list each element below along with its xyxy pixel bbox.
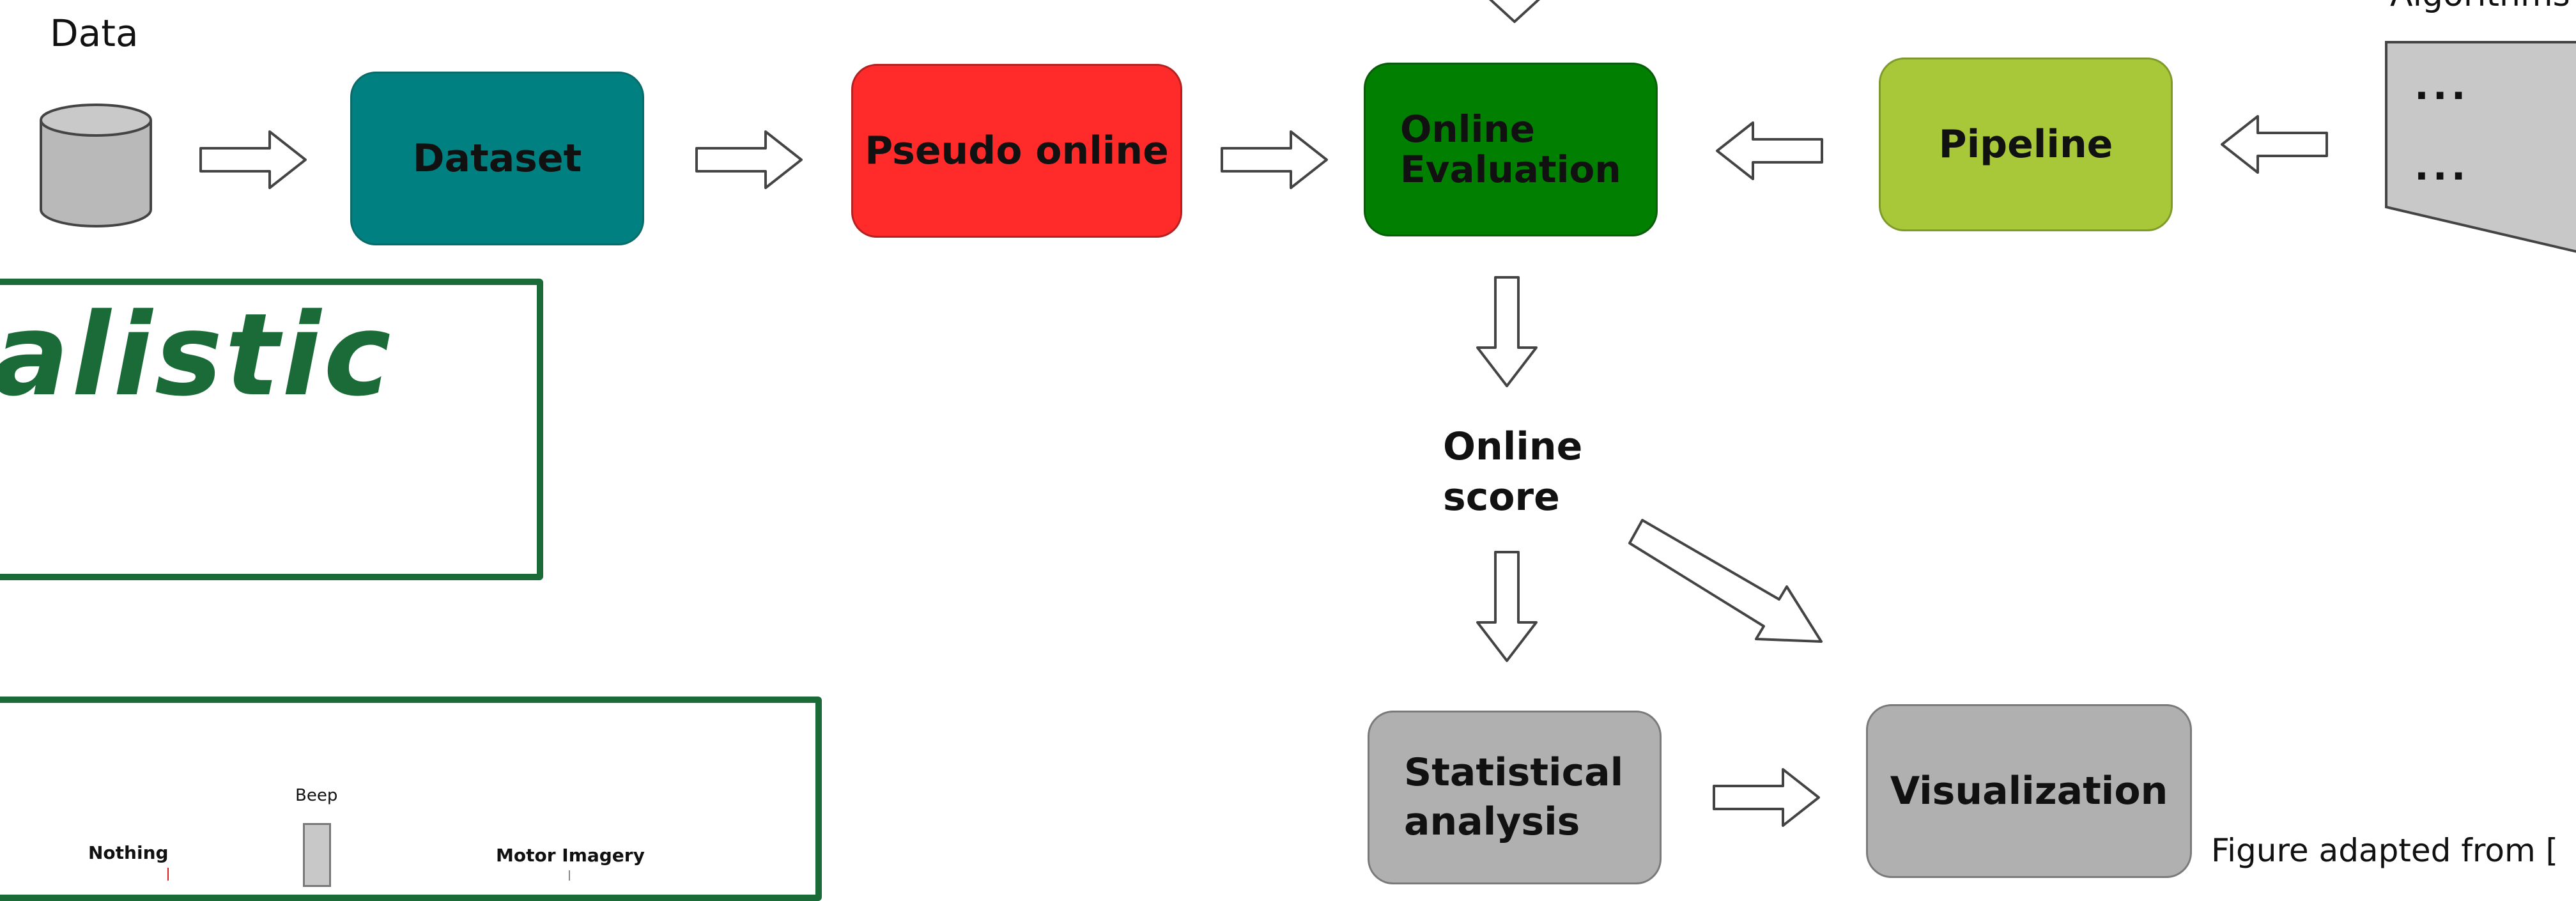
arrow-dataset-to-pseudo (695, 130, 803, 189)
statistical-analysis-node: Statistical analysis (1368, 711, 1662, 884)
algorithms-label: Algorithms (2390, 0, 2570, 14)
algorithms-row-1: ... (2414, 64, 2470, 109)
overlay-frame-bottom (0, 697, 822, 901)
arrow-data-to-dataset (199, 130, 307, 189)
thumb-beep-label: Beep (295, 786, 338, 805)
online-evaluation-label: Online Evaluation (1400, 107, 1621, 191)
dataset-label: Dataset (412, 135, 582, 181)
arrow-pipeline-to-evaluation (1716, 121, 1823, 180)
arrow-pseudo-to-evaluation (1221, 130, 1328, 189)
statistical-analysis-label: Statistical analysis (1404, 750, 1624, 844)
arrow-score-to-statistical (1476, 551, 1538, 662)
dataset-node: Dataset (350, 72, 644, 245)
online-score-label: Online score (1443, 424, 1583, 520)
pipeline-label: Pipeline (1938, 121, 2113, 167)
pseudo-online-node: Pseudo online (851, 64, 1182, 238)
overlay-frame-top (0, 279, 543, 580)
algorithms-card (2385, 41, 2576, 253)
arrow-evaluation-to-score (1476, 276, 1538, 387)
figure-caption: Figure adapted from [ (2211, 832, 2559, 869)
data-label: Data (50, 12, 139, 55)
arrow-algorithms-to-pipeline (2221, 115, 2328, 174)
algorithms-row-2: ... (2414, 144, 2470, 189)
thumb-beep-bar (303, 823, 331, 887)
thumb-motor-tick (569, 870, 570, 881)
visualization-node: Visualization (1866, 704, 2192, 878)
thumb-motor-imagery-label: Motor Imagery (496, 845, 645, 866)
arrow-score-to-visualization (1628, 519, 1823, 643)
thumb-nothing-label: Nothing (88, 842, 169, 863)
arrow-statistical-to-visualization (1713, 768, 1820, 827)
database-icon (40, 104, 152, 227)
overlay-big-word: alistic (0, 289, 394, 421)
thumb-nothing-tick (167, 868, 169, 881)
pipeline-node: Pipeline (1879, 58, 2173, 231)
pseudo-online-label: Pseudo online (865, 128, 1169, 173)
visualization-label: Visualization (1890, 768, 2168, 813)
online-evaluation-node: Online Evaluation (1364, 63, 1658, 236)
arrow-top-incoming (1488, 0, 1541, 23)
